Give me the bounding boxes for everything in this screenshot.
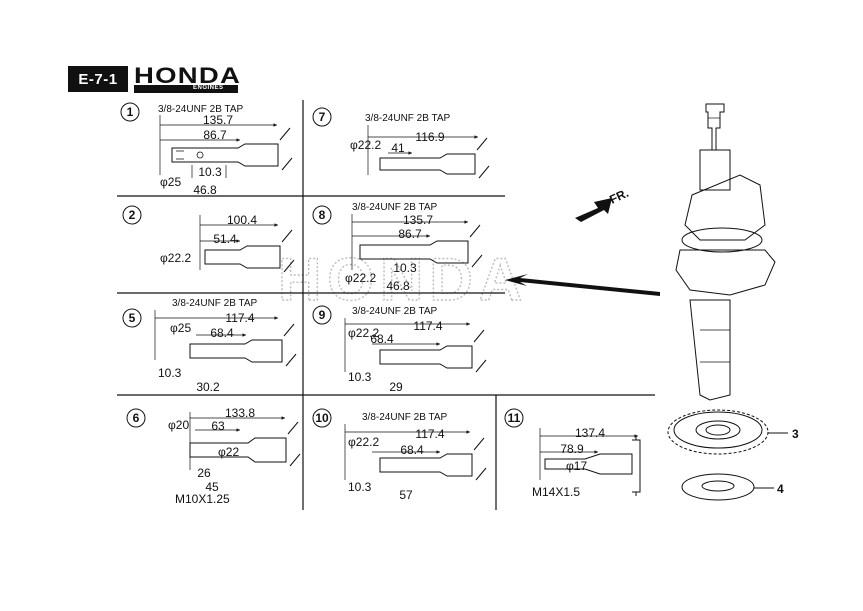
panel-number: 1 [127,105,134,119]
dim-10-3: 10.3 [198,165,222,179]
panel-1: 1 3/8-24UNF 2B TAP 135.7 86.7 10.3 φ25 4… [120,102,293,197]
svg-text:137.4: 137.4 [575,426,605,440]
panel-7: 7 3/8-24UNF 2B TAP 116.9 φ22.2 41 [312,107,490,179]
front-direction-label: FR. [607,186,630,207]
honda-logo-subtitle: ENGINES [193,85,224,91]
dia-25: φ25 [160,175,181,189]
tap-spec: 3/8-24UNF 2B TAP [172,298,258,309]
svg-text:M10X1.25: M10X1.25 [175,492,230,506]
honda-logo-bar [134,85,238,93]
svg-text:φ22: φ22 [218,445,239,459]
svg-text:11: 11 [508,411,521,425]
svg-text:63: 63 [211,419,225,433]
svg-text:φ22.2: φ22.2 [348,435,379,449]
pointer-arrow-icon [505,274,660,296]
svg-text:8: 8 [319,208,326,222]
tap-spec: 3/8-24UNF 2B TAP [362,412,448,423]
svg-text:10.3: 10.3 [158,366,182,380]
dim-86-7: 86.7 [203,128,227,142]
svg-text:68.4: 68.4 [400,443,424,457]
svg-text:26: 26 [197,466,211,480]
svg-text:10.3: 10.3 [348,480,372,494]
svg-text:135.7: 135.7 [403,213,433,227]
panel-10: 10 3/8-24UNF 2B TAP 117.4 φ22.2 68.4 10.… [312,408,487,502]
svg-text:45: 45 [205,480,219,494]
svg-text:57: 57 [399,488,413,502]
tap-spec: 3/8-24UNF 2B TAP [365,113,451,124]
svg-text:117.4: 117.4 [413,319,442,333]
svg-text:2: 2 [129,208,136,222]
tap-spec: 3/8-24UNF 2B TAP [158,104,244,115]
svg-text:φ20: φ20 [168,418,189,432]
svg-text:φ17: φ17 [566,459,587,473]
crankshaft-illustration [675,103,776,401]
svg-text:30.2: 30.2 [196,380,220,394]
panel-11: 11 137.4 78.9 φ17 M14X1.5 [504,408,641,499]
panel-6: 6 133.8 φ20 63 φ22 26 45 M10X1.25 [126,406,301,506]
front-direction-arrow-icon [575,198,612,222]
honda-logo-wordmark: HONDA [134,63,242,88]
svg-text:68.4: 68.4 [370,332,394,346]
watermark-text: HONDA [278,246,528,313]
svg-text:φ22.2: φ22.2 [160,251,191,265]
svg-text:φ22.2: φ22.2 [348,326,379,340]
callout-gear: 3 [792,427,799,441]
svg-text:10: 10 [315,411,329,425]
panel-8: 8 3/8-24UNF 2B TAP 135.7 86.7 10.3 φ22.2… [312,202,483,293]
svg-text:78.9: 78.9 [560,442,584,456]
panel-5: 5 3/8-24UNF 2B TAP 117.4 φ25 68.4 10.3 3… [122,298,297,394]
svg-text:46.8: 46.8 [386,279,410,293]
dim-46-8: 46.8 [193,183,217,197]
panel-2: 2 100.4 51.4 φ22.2 [122,205,295,273]
tap-spec: 3/8-24UNF 2B TAP [352,202,438,213]
dim-135-7: 135.7 [203,113,233,127]
svg-text:5: 5 [129,311,136,325]
svg-text:10.3: 10.3 [348,370,372,384]
svg-text:117.4: 117.4 [415,427,444,441]
washer [681,473,774,501]
svg-text:100.4: 100.4 [227,213,257,227]
svg-text:φ22.2: φ22.2 [345,271,376,285]
svg-text:117.4: 117.4 [225,311,254,325]
page-code-badge: E-7-1 [68,66,128,92]
svg-text:68.4: 68.4 [210,326,234,340]
svg-text:φ22.2: φ22.2 [350,138,381,152]
svg-text:116.9: 116.9 [415,130,444,144]
svg-text:41: 41 [391,141,405,155]
tap-spec: 3/8-24UNF 2B TAP [352,306,438,317]
svg-text:86.7: 86.7 [398,227,422,241]
svg-text:10.3: 10.3 [393,261,417,275]
timing-gear [667,409,788,455]
svg-text:133.8: 133.8 [225,406,255,420]
svg-text:51.4: 51.4 [213,232,237,246]
svg-text:M14X1.5: M14X1.5 [532,485,580,499]
svg-text:9: 9 [319,308,326,322]
panel-9: 9 3/8-24UNF 2B TAP 117.4 φ22.2 68.4 10.3… [312,305,487,394]
callout-washer: 4 [777,482,784,496]
svg-text:6: 6 [133,411,140,425]
svg-text:29: 29 [389,380,403,394]
panel-grid [117,100,655,510]
svg-text:φ25: φ25 [170,321,191,335]
svg-text:7: 7 [319,110,326,124]
